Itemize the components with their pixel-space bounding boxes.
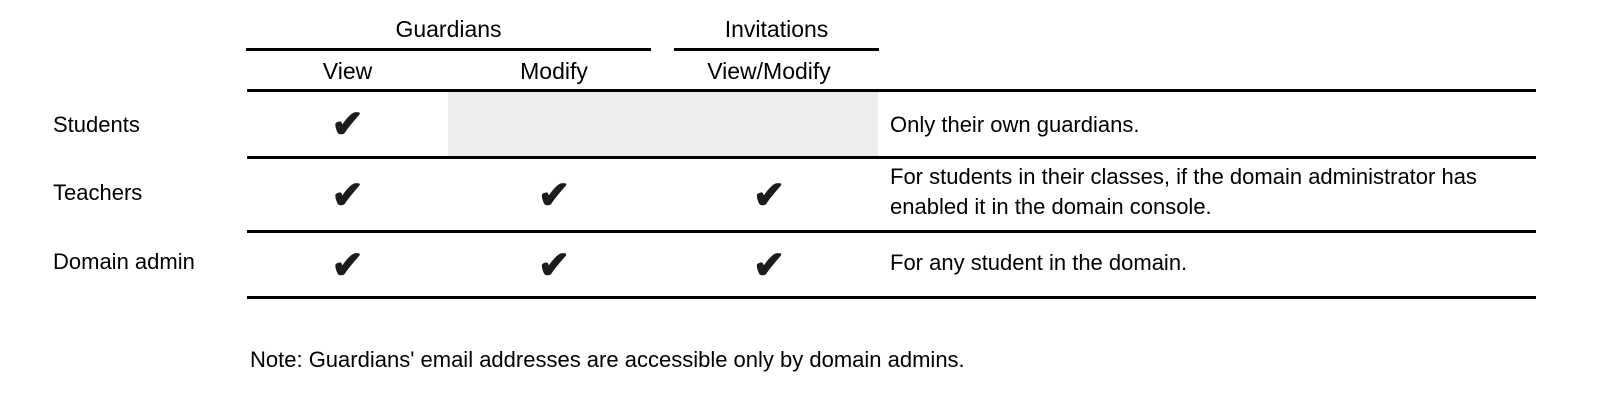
footnote: Note: Guardians' email addresses are acc…: [250, 347, 965, 372]
row-label-students: Students: [53, 112, 140, 137]
column-group-guardians-label: Guardians: [395, 16, 502, 42]
row-divider-teachers: [247, 230, 1536, 233]
column-header-modify: Modify: [520, 58, 588, 84]
checkmark-icon: ✔: [331, 101, 364, 147]
note-domain-admin: For any student in the domain.: [890, 250, 1188, 275]
guardians-underline: [246, 48, 651, 51]
note-teachers: For students in their classes, if the do…: [890, 164, 1477, 219]
note-students: Only their own guardians.: [890, 112, 1140, 137]
checkmark-icon: ✔: [331, 172, 364, 218]
row-label-teachers: Teachers: [53, 180, 143, 205]
row-divider-domain-admin: [247, 296, 1536, 299]
checkmark-icon: ✔: [752, 242, 785, 288]
column-group-invitations-label: Invitations: [724, 16, 829, 42]
disabled-cells-shade: [448, 92, 878, 156]
column-header-view-modify: View/Modify: [707, 58, 831, 84]
checkmark-icon: ✔: [331, 242, 364, 288]
checkmark-icon: ✔: [752, 172, 785, 218]
checkmark-icon: ✔: [537, 172, 570, 218]
row-divider-students: [247, 156, 1536, 159]
header-divider: [247, 89, 1536, 92]
checkmark-icon: ✔: [537, 242, 570, 288]
invitations-underline: [674, 48, 879, 51]
column-header-view: View: [322, 58, 373, 84]
row-label-domain-admin: Domain admin: [53, 249, 195, 274]
